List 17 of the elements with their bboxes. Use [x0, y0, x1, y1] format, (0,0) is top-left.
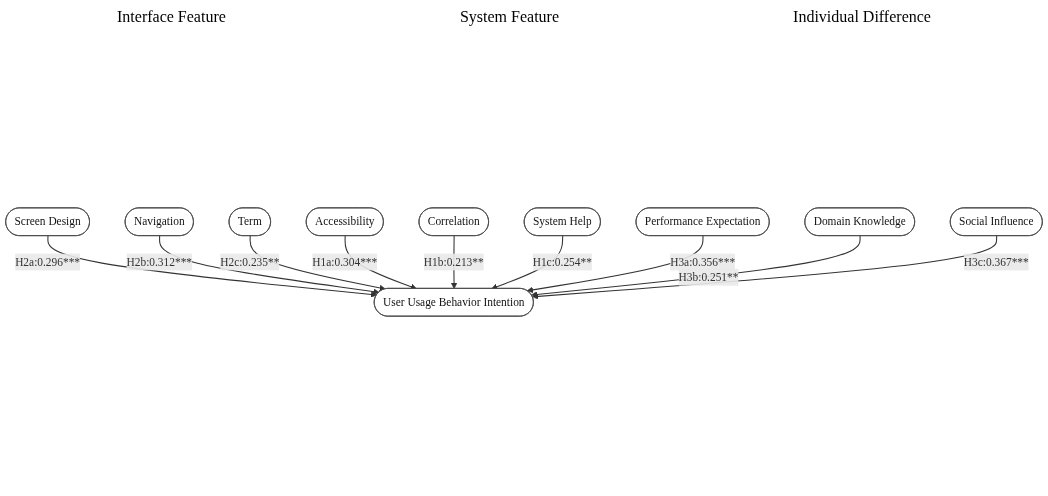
group-heading: System Feature — [459, 8, 559, 26]
edge-label: H2b:0.312*** — [126, 255, 193, 268]
edge-label: H3b:0.251** — [678, 270, 739, 283]
arrow — [531, 235, 861, 298]
arrow — [47, 235, 378, 298]
edge-label: H3c:0.367*** — [963, 255, 1029, 268]
arrow — [159, 235, 380, 295]
edge-label: H1a:0.304*** — [312, 255, 378, 268]
edge-label: H1c:0.254** — [532, 255, 592, 268]
edge-label: H1b:0.213** — [423, 255, 484, 268]
arrow — [249, 235, 386, 291]
group-heading: Interface Feature — [117, 8, 226, 26]
edge-label: H2c:0.235** — [220, 255, 280, 268]
edge-label: H3a:0.356*** — [670, 255, 736, 268]
edge-label: H2a:0.296*** — [15, 255, 81, 268]
group-heading: Individual Difference — [793, 8, 931, 26]
arrow — [526, 235, 704, 293]
